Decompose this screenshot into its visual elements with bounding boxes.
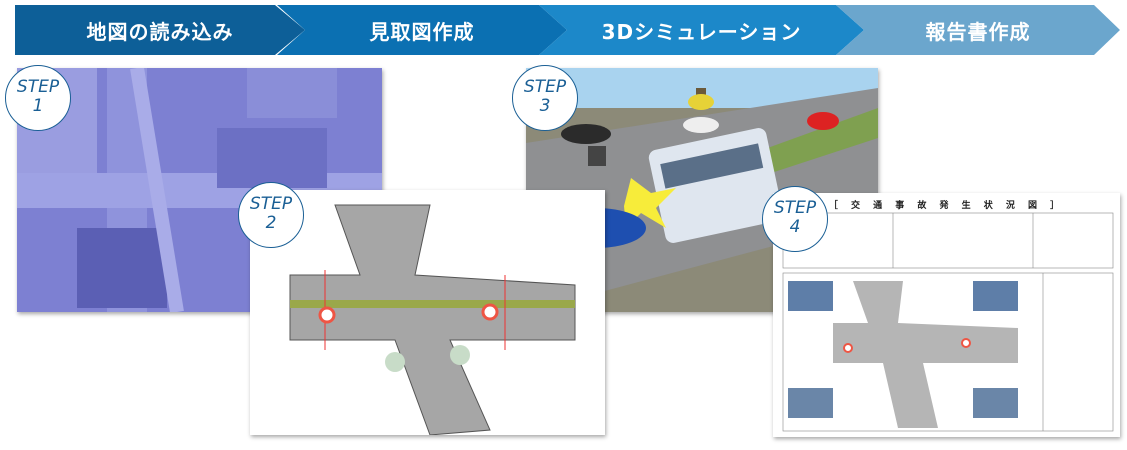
badge-word: STEP — [249, 194, 293, 214]
accident-report-image: ［ 交 通 事 故 発 生 状 況 図 ］ — [773, 193, 1120, 437]
step-3-3d-simulation: 3Dシミュレーション — [539, 5, 864, 55]
step-1-map-import: 地図の読み込み — [15, 5, 305, 55]
step-2-sketch-creation: 見取図作成 — [277, 5, 567, 55]
process-steps-bar: 地図の読み込み 見取図作成 3Dシミュレーション 報告書作成 — [15, 5, 1120, 55]
badge-word: STEP — [773, 198, 817, 218]
badge-word: STEP — [16, 77, 60, 97]
badge-number: 2 — [265, 213, 277, 233]
step-4-report-creation: 報告書作成 — [836, 5, 1120, 55]
badge-number: 4 — [789, 217, 801, 237]
badge-number: 1 — [32, 96, 44, 116]
badge-number: 3 — [539, 96, 551, 116]
report-title: ［ 交 通 事 故 発 生 状 況 図 ］ — [828, 201, 1065, 211]
badge-word: STEP — [523, 77, 567, 97]
intersection-sketch-image — [250, 190, 605, 435]
